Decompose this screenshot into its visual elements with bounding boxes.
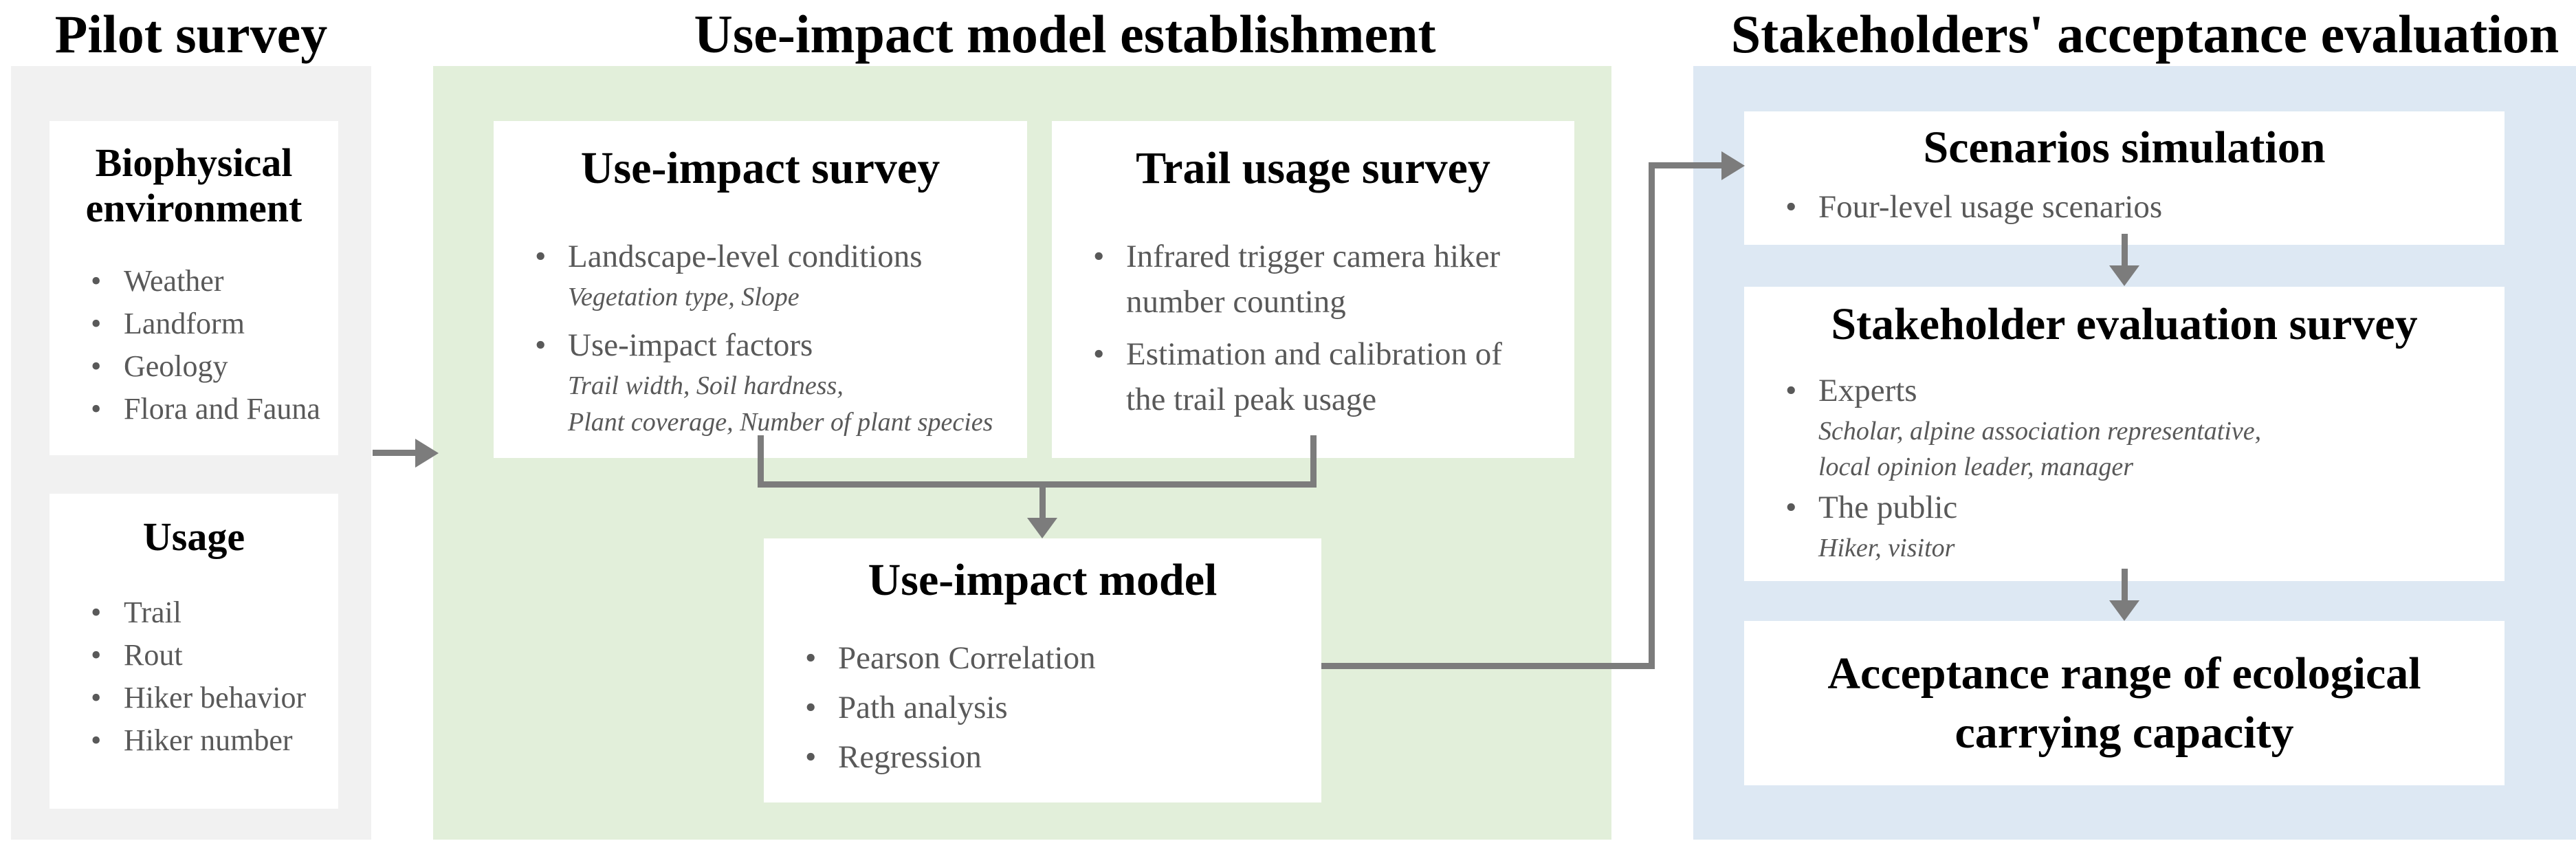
bracket-right-drop-line xyxy=(1310,435,1317,488)
arrow-model-to-scenarios-shaft xyxy=(1649,162,1721,168)
box-title: Biophysical environment xyxy=(85,140,302,230)
bullet-subtext: local opinion leader, manager xyxy=(1818,452,2134,481)
list-item: Path analysis xyxy=(798,683,1266,732)
box-title: Use-impact survey xyxy=(580,143,940,193)
list-item: Weather xyxy=(84,260,283,303)
box-title: Trail usage survey xyxy=(1136,143,1490,193)
bullet-subtext: Vegetation type, Slope xyxy=(568,283,800,312)
arrow-stakeholder-to-acceptance-shaft xyxy=(2122,569,2128,600)
arrow-stakeholder-to-acceptance-head xyxy=(2109,600,2139,621)
bullet-list: Landscape-level conditions Vegetation ty… xyxy=(494,234,1027,441)
box-stakeholder-evaluation-survey: Stakeholder evaluation survey Experts Sc… xyxy=(1744,287,2505,581)
list-item: Hiker behavior xyxy=(84,677,306,719)
box-biophysical-environment: Biophysical environment Weather Landform… xyxy=(49,121,338,455)
list-item: Landform xyxy=(84,303,283,345)
bullet-subtext: Scholar, alpine association representati… xyxy=(1818,417,2262,446)
box-use-impact-model: Use-impact model Pearson Correlation Pat… xyxy=(764,538,1321,802)
box-usage: Usage Trail Rout Hiker behavior Hiker nu… xyxy=(49,494,338,809)
box-title: Stakeholder evaluation survey xyxy=(1831,299,2418,349)
arrow-scenarios-to-stakeholder-head xyxy=(2109,265,2139,286)
box-acceptance-range: Acceptance range of ecological carrying … xyxy=(1744,621,2505,785)
list-item: Estimation and calibration of the trail … xyxy=(1086,331,1519,422)
list-item: Regression xyxy=(798,732,1266,782)
bullet-subtext: Trail width, Soil hardness, xyxy=(568,371,844,400)
list-item: Trail xyxy=(84,591,283,634)
arrow-model-to-scenarios-head xyxy=(1721,151,1745,180)
bullet-text: Use-impact factors xyxy=(568,327,813,363)
bracket-horizontal-line xyxy=(758,481,1317,488)
arrow-bracket-to-model-shaft xyxy=(1039,488,1046,518)
bullet-text: Landscape-level conditions xyxy=(568,239,923,274)
box-use-impact-survey: Use-impact survey Landscape-level condit… xyxy=(494,121,1027,458)
bullet-text: Experts xyxy=(1818,373,1917,408)
column-header-pilot-survey: Pilot survey xyxy=(54,4,328,64)
list-item: The public Hiker, visitor xyxy=(1779,485,2450,566)
column-header-use-impact-model-establishment: Use-impact model establishment xyxy=(694,4,1436,64)
list-item: Geology xyxy=(84,345,283,388)
bullet-list: Trail Rout Hiker behavior Hiker number xyxy=(49,591,338,762)
list-item: Hiker number xyxy=(84,719,293,762)
elbow-model-vertical-line xyxy=(1649,165,1655,669)
list-item: Four-level usage scenarios xyxy=(1779,184,2450,230)
title-line: Acceptance range of ecological xyxy=(1827,648,2421,699)
bullet-subtext: Hiker, visitor xyxy=(1818,534,1955,562)
list-item: Infrared trigger camera hiker number cou… xyxy=(1086,234,1519,325)
column-header-stakeholders-acceptance-evaluation: Stakeholders' acceptance evaluation xyxy=(1730,4,2560,64)
bullet-list: Infrared trigger camera hiker number cou… xyxy=(1052,234,1574,422)
list-item: Rout xyxy=(84,634,283,677)
arrow-bracket-to-model-head xyxy=(1027,518,1057,538)
list-item: Landscape-level conditions Vegetation ty… xyxy=(528,234,972,316)
list-item: Flora and Fauna xyxy=(84,388,320,430)
list-item: Pearson Correlation xyxy=(798,633,1266,683)
box-title: Usage xyxy=(142,514,245,559)
bullet-subtext: Plant coverage, Number of plant species xyxy=(568,408,993,437)
bullet-list: Four-level usage scenarios xyxy=(1744,184,2505,230)
list-item: Experts Scholar, alpine association repr… xyxy=(1779,368,2450,485)
bracket-left-drop-line xyxy=(758,435,764,488)
box-trail-usage-survey: Trail usage survey Infrared trigger came… xyxy=(1052,121,1574,458)
arrow-scenarios-to-stakeholder-shaft xyxy=(2122,234,2128,265)
box-title: Acceptance range of ecological carrying … xyxy=(1827,644,2421,763)
list-item: Use-impact factors Trail width, Soil har… xyxy=(528,323,993,441)
box-title: Use-impact model xyxy=(868,555,1218,605)
title-line: carrying capacity xyxy=(1955,707,2294,758)
bullet-list: Pearson Correlation Path analysis Regres… xyxy=(764,633,1321,782)
arrow-pilot-to-model-shaft xyxy=(373,450,417,456)
bullet-list: Experts Scholar, alpine association repr… xyxy=(1744,368,2505,566)
box-scenarios-simulation: Scenarios simulation Four-level usage sc… xyxy=(1744,111,2505,245)
arrow-pilot-to-model-head xyxy=(415,439,439,468)
bullet-text: The public xyxy=(1818,490,1958,525)
elbow-model-horizontal-line xyxy=(1321,663,1654,669)
box-title: Scenarios simulation xyxy=(1923,122,2326,173)
bullet-list: Weather Landform Geology Flora and Fauna xyxy=(49,260,338,430)
